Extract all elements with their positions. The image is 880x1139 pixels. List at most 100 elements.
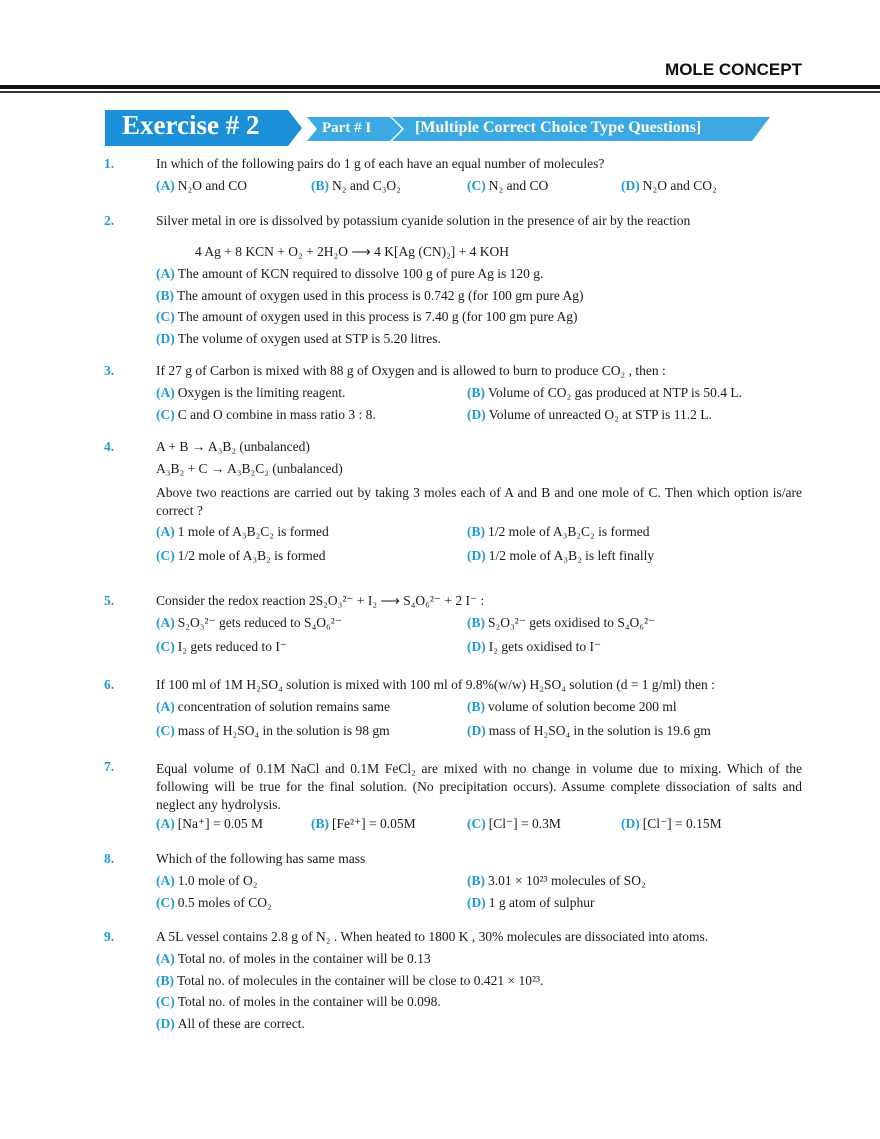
question-number: 2. bbox=[104, 213, 115, 228]
option-label: (B) bbox=[311, 816, 329, 831]
option-d: (D)The volume of oxygen used at STP is 5… bbox=[156, 331, 441, 347]
question-text: Silver metal in ore is dissolved by pota… bbox=[156, 213, 691, 228]
option-label: (B) bbox=[156, 287, 174, 303]
exercise-title: Exercise # 2 bbox=[122, 110, 260, 140]
option-text: I₂ gets reduced to I⁻ bbox=[177, 639, 288, 654]
option-a: (A)N₂O and CO bbox=[156, 178, 247, 194]
option-text: mass of H₂SO₄ in the solution is 98 gm bbox=[177, 723, 390, 738]
option-c: (C)The amount of oxygen used in this pro… bbox=[156, 309, 577, 325]
option-text: Volume of CO₂ gas produced at NTP is 50.… bbox=[488, 385, 743, 400]
option-a: (A)Oxygen is the limiting reagent. bbox=[156, 385, 345, 401]
option-label: (C) bbox=[156, 994, 175, 1009]
option-label: (A) bbox=[156, 385, 175, 400]
option-label: (C) bbox=[156, 895, 175, 910]
option-text: C and O combine in mass ratio 3 : 8. bbox=[177, 407, 376, 422]
option-text: N₂O and CO bbox=[177, 178, 247, 193]
option-c: (C)Total no. of moles in the container w… bbox=[156, 994, 441, 1010]
question-number: 1. bbox=[104, 156, 115, 171]
option-a: (A)Total no. of moles in the container w… bbox=[156, 951, 431, 967]
option-label: (C) bbox=[156, 407, 175, 422]
option-c: (C)0.5 moles of CO₂ bbox=[156, 895, 272, 911]
option-text: 1/2 mole of A₃B₂ is left finally bbox=[488, 548, 655, 563]
header-rule-thin bbox=[0, 91, 880, 93]
option-d: (D)mass of H₂SO₄ in the solution is 19.6… bbox=[467, 723, 711, 739]
question-number: 8. bbox=[104, 851, 115, 866]
part-label: Part # I bbox=[322, 120, 372, 136]
option-text: [Na⁺] = 0.05 M bbox=[177, 816, 263, 831]
option-label: (C) bbox=[467, 816, 486, 831]
option-d: (D)N₂O and CO₂ bbox=[621, 178, 717, 194]
reaction-equation: 4 Ag + 8 KCN + O₂ + 2H₂O ⟶ 4 K[Ag (CN)₂]… bbox=[195, 244, 510, 259]
question-number: 3. bbox=[104, 363, 115, 378]
option-text: 1/2 mole of A₃B₂ is formed bbox=[177, 548, 326, 563]
option-text: 3.01 × 10²³ molecules of SO₂ bbox=[488, 873, 646, 888]
option-text: I₂ gets oxidised to I⁻ bbox=[488, 639, 602, 654]
option-b: (B)3.01 × 10²³ molecules of SO₂ bbox=[467, 873, 646, 889]
option-text: S₂O₃²⁻ gets oxidised to S₄O₆²⁻ bbox=[488, 615, 656, 630]
option-label: (B) bbox=[311, 178, 329, 193]
option-label: (D) bbox=[621, 178, 640, 193]
option-label: (D) bbox=[467, 723, 486, 738]
option-text: Total no. of moles in the container will… bbox=[177, 994, 441, 1009]
option-label: (C) bbox=[156, 548, 175, 563]
option-label: (D) bbox=[467, 895, 486, 910]
question-text: Equal volume of 0.1M NaCl and 0.1M FeCl₂… bbox=[156, 761, 802, 812]
option-label: (D) bbox=[156, 1015, 175, 1031]
option-text: N₂ and C₃O₂ bbox=[332, 178, 401, 193]
option-c: (C)[Cl⁻] = 0.3M bbox=[467, 816, 561, 832]
option-text: N₂O and CO₂ bbox=[642, 178, 717, 193]
option-label: (B) bbox=[156, 972, 174, 988]
question-type-label: [Multiple Correct Choice Type Questions] bbox=[415, 119, 702, 136]
question-text: In which of the following pairs do 1 g o… bbox=[156, 156, 605, 171]
option-label: (A) bbox=[156, 178, 175, 193]
option-text: The amount of oxygen used in this proces… bbox=[177, 309, 578, 324]
option-text: The amount of KCN required to dissolve 1… bbox=[177, 266, 544, 281]
option-text: volume of solution become 200 ml bbox=[488, 699, 677, 714]
option-label: (A) bbox=[156, 266, 175, 281]
option-label: (B) bbox=[467, 615, 485, 630]
option-a: (A)1 mole of A₃B₂C₂ is formed bbox=[156, 524, 329, 540]
option-text: N₂ and CO bbox=[488, 178, 549, 193]
option-label: (A) bbox=[156, 615, 175, 630]
option-label: (D) bbox=[156, 330, 175, 346]
question-text: A + B → A₃B₂ (unbalanced) bbox=[156, 439, 310, 454]
option-c: (C)C and O combine in mass ratio 3 : 8. bbox=[156, 407, 376, 423]
option-a: (A)The amount of KCN required to dissolv… bbox=[156, 266, 543, 282]
option-text: mass of H₂SO₄ in the solution is 19.6 gm bbox=[488, 723, 711, 738]
question-number: 6. bbox=[104, 677, 115, 692]
option-b: (B)N₂ and C₃O₂ bbox=[311, 178, 401, 194]
option-label: (A) bbox=[156, 524, 175, 539]
option-a: (A)[Na⁺] = 0.05 M bbox=[156, 816, 263, 832]
option-label: (B) bbox=[467, 873, 485, 888]
option-text: Oxygen is the limiting reagent. bbox=[177, 385, 346, 400]
option-text: Volume of unreacted O₂ at STP is 11.2 L. bbox=[488, 407, 712, 422]
chapter-title: MOLE CONCEPT bbox=[665, 60, 802, 79]
option-label: (C) bbox=[156, 723, 175, 738]
question-number: 4. bbox=[104, 439, 115, 454]
option-c: (C)mass of H₂SO₄ in the solution is 98 g… bbox=[156, 723, 390, 739]
option-label: (A) bbox=[156, 873, 175, 888]
option-label: (D) bbox=[467, 407, 486, 422]
banner-exercise-shape bbox=[105, 110, 302, 146]
option-b: (B)Total no. of molecules in the contain… bbox=[156, 973, 543, 989]
question-number: 9. bbox=[104, 929, 115, 944]
option-b: (B)Volume of CO₂ gas produced at NTP is … bbox=[467, 385, 742, 401]
option-label: (C) bbox=[467, 178, 486, 193]
option-text: 1 g atom of sulphur bbox=[488, 895, 595, 910]
option-text: 0.5 moles of CO₂ bbox=[177, 895, 272, 910]
option-text: 1/2 mole of A₃B₂C₂ is formed bbox=[488, 524, 650, 539]
question-number: 5. bbox=[104, 593, 115, 608]
option-text: Total no. of molecules in the container … bbox=[177, 972, 544, 988]
option-label: (B) bbox=[467, 385, 485, 400]
option-label: (C) bbox=[156, 309, 175, 324]
question-text: If 27 g of Carbon is mixed with 88 g of … bbox=[156, 363, 666, 378]
option-text: [Cl⁻] = 0.15M bbox=[642, 816, 722, 831]
option-label: (A) bbox=[156, 951, 175, 966]
header-rule-thick bbox=[0, 85, 880, 89]
option-b: (B)[Fe²⁺] = 0.05M bbox=[311, 816, 416, 832]
option-b: (B)S₂O₃²⁻ gets oxidised to S₄O₆²⁻ bbox=[467, 615, 655, 631]
question-text: Which of the following has same mass bbox=[156, 851, 366, 866]
question-text: A₃B₂ + C → A₃B₂C₂ (unbalanced) bbox=[156, 461, 343, 476]
option-text: concentration of solution remains same bbox=[177, 699, 390, 714]
option-text: 1 mole of A₃B₂C₂ is formed bbox=[177, 524, 329, 539]
